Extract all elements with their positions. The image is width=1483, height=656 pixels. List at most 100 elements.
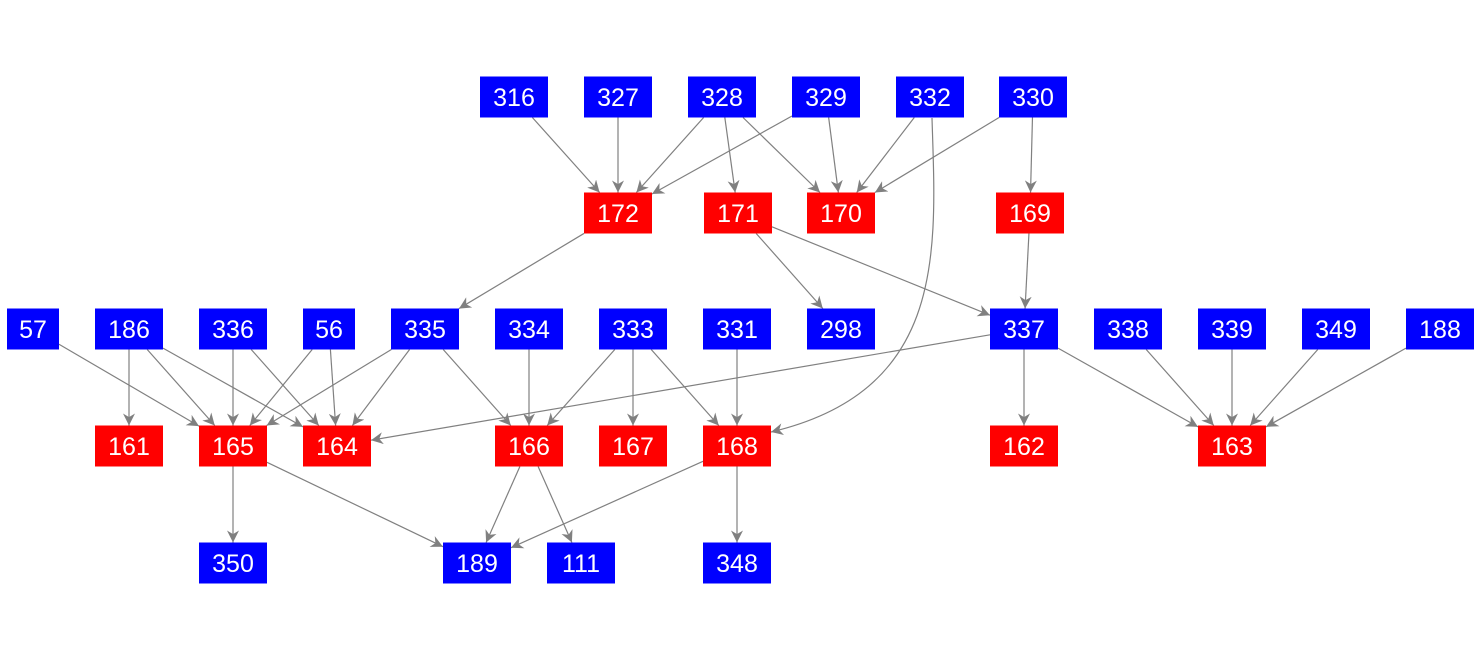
node-333[interactable]: 333: [599, 308, 667, 350]
node-box: [547, 542, 615, 584]
node-box: [199, 542, 267, 584]
node-label: 329: [805, 84, 847, 112]
node-350[interactable]: 350: [199, 542, 267, 584]
node-166[interactable]: 166: [495, 425, 563, 467]
node-label: 316: [493, 84, 535, 112]
node-162[interactable]: 162: [990, 425, 1058, 467]
node-box: [1406, 308, 1474, 350]
node-label: 170: [820, 200, 862, 228]
node-337[interactable]: 337: [990, 308, 1058, 350]
edges: [58, 115, 1407, 549]
node-box: [443, 542, 511, 584]
node-189[interactable]: 189: [443, 542, 511, 584]
node-169[interactable]: 169: [996, 192, 1064, 234]
node-label: 331: [716, 316, 758, 344]
node-label: 328: [701, 84, 743, 112]
node-348[interactable]: 348: [703, 542, 771, 584]
node-box: [704, 192, 772, 234]
node-box: [1094, 308, 1162, 350]
node-box: [999, 76, 1067, 118]
node-box: [495, 308, 563, 350]
node-label: 171: [717, 200, 759, 228]
edge-166-to-111: [537, 466, 573, 543]
node-box: [1198, 425, 1266, 467]
node-label: 339: [1211, 316, 1253, 344]
node-329[interactable]: 329: [792, 76, 860, 118]
node-box: [807, 192, 875, 234]
node-box: [303, 425, 371, 467]
node-box: [95, 425, 163, 467]
edge-188-to-163: [1265, 347, 1407, 428]
edge-168-to-189: [510, 460, 704, 549]
node-111[interactable]: 111: [547, 542, 615, 584]
node-57[interactable]: 57: [7, 308, 59, 350]
edge-335-to-166: [442, 349, 512, 426]
node-332[interactable]: 332: [896, 76, 964, 118]
node-339[interactable]: 339: [1198, 308, 1266, 350]
node-label: 348: [716, 550, 758, 578]
node-167[interactable]: 167: [599, 425, 667, 467]
edge-171-to-298: [755, 233, 824, 309]
node-label: 111: [562, 550, 600, 578]
node-56[interactable]: 56: [303, 308, 355, 350]
node-box: [599, 308, 667, 350]
node-box: [7, 308, 59, 350]
node-186[interactable]: 186: [95, 308, 163, 350]
node-label: 337: [1003, 316, 1045, 344]
node-316[interactable]: 316: [480, 76, 548, 118]
node-box: [703, 542, 771, 584]
edge-337-to-164: [370, 334, 991, 445]
node-164[interactable]: 164: [303, 425, 371, 467]
edge-171-to-337: [771, 226, 991, 317]
node-161[interactable]: 161: [95, 425, 163, 467]
edge-169-to-337: [1019, 233, 1032, 309]
node-336[interactable]: 336: [199, 308, 267, 350]
node-box: [199, 308, 267, 350]
edge-335-to-165: [266, 348, 392, 427]
node-172[interactable]: 172: [584, 192, 652, 234]
node-327[interactable]: 327: [584, 76, 652, 118]
node-328[interactable]: 328: [688, 76, 756, 118]
nodes: 316 327 328 329 332 330 172 171 170 169 57 186 336 56…: [7, 76, 1474, 584]
node-label: 166: [508, 433, 550, 461]
node-331[interactable]: 331: [703, 308, 771, 350]
node-label: 57: [19, 316, 47, 344]
node-box: [1302, 308, 1370, 350]
edge-56-to-165: [249, 349, 313, 426]
node-170[interactable]: 170: [807, 192, 875, 234]
node-box: [495, 425, 563, 467]
node-label: 186: [108, 316, 150, 344]
edge-336-to-164: [250, 349, 320, 426]
edge-172-to-335: [458, 232, 585, 310]
node-box: [199, 425, 267, 467]
node-349[interactable]: 349: [1302, 308, 1370, 350]
node-165[interactable]: 165: [199, 425, 267, 467]
node-box: [688, 76, 756, 118]
node-330[interactable]: 330: [999, 76, 1067, 118]
node-label: 335: [404, 316, 446, 344]
node-171[interactable]: 171: [704, 192, 772, 234]
node-label: 168: [716, 433, 758, 461]
node-188[interactable]: 188: [1406, 308, 1474, 350]
node-163[interactable]: 163: [1198, 425, 1266, 467]
edge-332-to-168: [770, 117, 935, 436]
edge-329-to-170: [828, 117, 843, 193]
node-168[interactable]: 168: [703, 425, 771, 467]
node-label: 333: [612, 316, 654, 344]
node-label: 189: [456, 550, 498, 578]
edge-56-to-164: [328, 349, 341, 426]
node-label: 56: [315, 316, 343, 344]
node-label: 332: [909, 84, 951, 112]
node-box: [95, 308, 163, 350]
node-335[interactable]: 335: [391, 308, 459, 350]
node-label: 164: [316, 433, 358, 461]
edge-330-to-170: [874, 116, 1000, 194]
node-box: [703, 308, 771, 350]
node-338[interactable]: 338: [1094, 308, 1162, 350]
node-box: [1198, 308, 1266, 350]
node-334[interactable]: 334: [495, 308, 563, 350]
node-298[interactable]: 298: [807, 308, 875, 350]
node-label: 350: [212, 550, 254, 578]
edge-333-to-168: [650, 349, 720, 426]
